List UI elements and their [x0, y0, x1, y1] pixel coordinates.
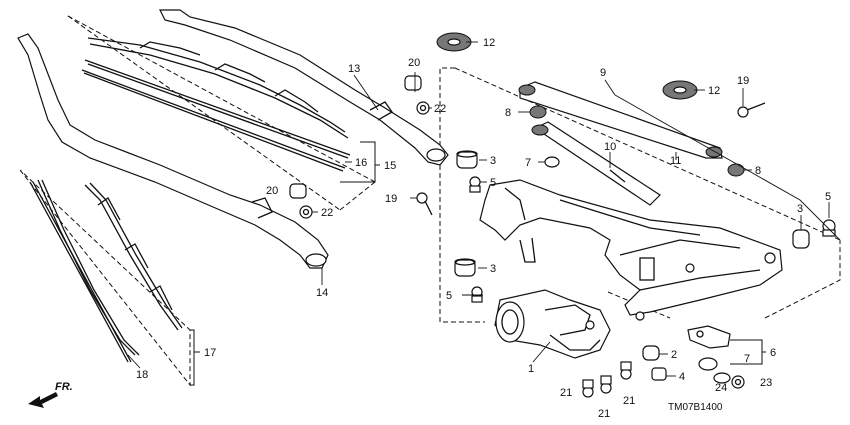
callout-2: 2: [671, 349, 677, 361]
callout-22-lower: 22: [321, 207, 333, 219]
arm-nut-upper: [416, 101, 430, 115]
front-arrow-icon: [28, 392, 58, 408]
callout-12-upper: 12: [483, 37, 495, 49]
motor-bolt-c: [620, 361, 632, 380]
callout-9: 9: [600, 67, 606, 79]
link-rod-upper: [518, 81, 723, 159]
callout-4: 4: [679, 371, 685, 383]
callout-24: 24: [715, 382, 727, 394]
callout-17: 17: [204, 347, 216, 359]
callout-21-c: 21: [623, 395, 635, 407]
callout-20-lower: 20: [266, 185, 278, 197]
mount-bracket: [687, 325, 731, 349]
callout-19-right: 19: [737, 75, 749, 87]
motor-grommet: [642, 345, 660, 361]
callout-15: 15: [384, 160, 396, 172]
callout-21-a: 21: [560, 387, 572, 399]
callout-10: 10: [604, 141, 616, 153]
arm-cap-lower: [289, 183, 307, 199]
arm-nut-lower: [299, 205, 313, 219]
callout-5-lower: 5: [446, 290, 452, 302]
callout-bracket-6: [730, 339, 766, 365]
mount-washer: [713, 372, 731, 384]
callout-16: 16: [355, 157, 367, 169]
wiper-motor: [494, 289, 611, 359]
upper-wiper-blade: [81, 37, 351, 172]
callout-5-upper: 5: [490, 177, 496, 189]
mount-bushing: [698, 357, 718, 371]
washer-right: [662, 80, 698, 100]
bushing-upper: [529, 105, 547, 119]
callout-21-b: 21: [598, 408, 610, 420]
lower-wiper-arm: [17, 33, 329, 269]
callout-7-lower: 7: [744, 353, 750, 365]
callout-18: 18: [136, 369, 148, 381]
callout-13: 13: [348, 63, 360, 75]
link-rod-middle: [531, 121, 661, 206]
callout-1: 1: [528, 363, 534, 375]
stud-bolt-left: [416, 192, 433, 216]
callout-12-right: 12: [708, 85, 720, 97]
callout-6: 6: [770, 347, 776, 359]
callout-20-upper: 20: [408, 57, 420, 69]
arm-cap-upper: [404, 75, 422, 91]
callout-bracket-17: [190, 329, 200, 386]
callout-14: 14: [316, 287, 328, 299]
motor-collar: [651, 367, 667, 381]
callout-bracket-15: [340, 141, 380, 183]
callout-3-right: 3: [797, 203, 803, 215]
grommet-right: [792, 229, 810, 249]
lower-blade-group-outline: [19, 169, 191, 387]
bushing-right: [727, 163, 745, 177]
diagram-code: TM07B1400: [668, 402, 723, 413]
bolt-upper: [469, 176, 481, 193]
upper-wiper-arm: [159, 9, 449, 166]
callout-8-upper: 8: [505, 107, 511, 119]
callout-23: 23: [760, 377, 772, 389]
callout-19-left: 19: [385, 193, 397, 205]
stud-bolt-right: [737, 102, 766, 118]
callout-22-upper: 22: [434, 103, 446, 115]
callout-11: 11: [670, 155, 681, 167]
washer-upper: [436, 32, 472, 52]
motor-bolt-b: [600, 375, 612, 394]
callout-3-lower: 3: [490, 263, 496, 275]
grommet-upper: [456, 150, 478, 169]
bolt-lower: [471, 286, 483, 303]
mount-nut: [731, 375, 745, 389]
link-arrow-9: [614, 94, 841, 241]
lower-wiper-blade: [29, 179, 183, 363]
grommet-lower: [454, 258, 476, 277]
motor-bolt-a: [582, 379, 594, 398]
callout-5-right: 5: [825, 191, 831, 203]
linkage-frame: [479, 179, 783, 321]
blade-arm-group-outline: [67, 15, 376, 211]
cap-middle: [544, 156, 560, 168]
bolt-right: [822, 219, 836, 237]
callout-7-upper: 7: [525, 157, 531, 169]
leader-lines: [127, 41, 830, 377]
callout-3-upper: 3: [490, 155, 496, 167]
front-marker-label: FR.: [55, 381, 73, 393]
callout-8-right: 8: [755, 165, 761, 177]
